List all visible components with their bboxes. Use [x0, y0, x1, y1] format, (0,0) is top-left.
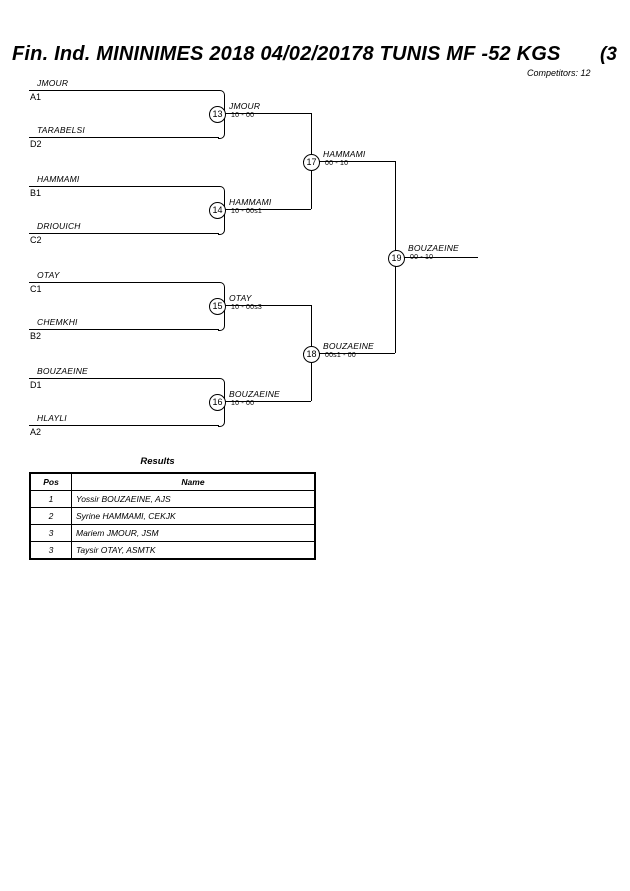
result-name: Taysir OTAY, ASMTK [71, 541, 316, 560]
column-header-pos: Pos [29, 472, 72, 491]
entry-baseline-2 [29, 137, 219, 138]
entry-slot-7[interactable]: BOUZAEINE [29, 366, 219, 378]
entry-slot-4[interactable]: DRIOUICH [29, 221, 219, 233]
results-title: Results [140, 456, 175, 467]
table-row[interactable]: 3 Taysir OTAY, ASMTK [29, 541, 316, 560]
competitor-name: DRIOUICH [37, 221, 81, 231]
winner-name: OTAY [229, 293, 252, 303]
entry-baseline-8 [29, 425, 219, 426]
feed-line-15-to-18 [224, 305, 311, 306]
match-score: 00s1 - 00 [325, 352, 356, 359]
competitor-seed: D1 [30, 380, 42, 390]
entry-baseline-6 [29, 329, 219, 330]
competitor-name: HLAYLI [37, 413, 67, 423]
match-number-14[interactable]: 14 [209, 202, 226, 219]
match-number-18[interactable]: 18 [303, 346, 320, 363]
entry-seed-slot-8: A2 [29, 425, 219, 437]
entry-seed-slot-5: C1 [29, 282, 219, 294]
table-row[interactable]: 3 Mariem JMOUR, JSM [29, 524, 316, 542]
result-name: Yossir BOUZAEINE, AJS [71, 490, 316, 508]
competitors-count: Competitors: 12 [527, 68, 591, 78]
entry-slot-5[interactable]: OTAY [29, 270, 219, 282]
winner-name: BOUZAEINE [408, 243, 459, 253]
competitor-name: CHEMKHI [37, 317, 78, 327]
entry-slot-3[interactable]: HAMMAMI [29, 174, 219, 186]
feed-line-14-to-17 [224, 209, 311, 210]
feed-line-13-to-17 [224, 113, 311, 114]
column-header-name: Name [71, 472, 316, 491]
match-number-13[interactable]: 13 [209, 106, 226, 123]
page-title-overflow-glyph: (3 [600, 44, 617, 65]
entry-seed-slot-4: C2 [29, 233, 219, 245]
entry-baseline-5 [29, 282, 219, 283]
winner-name: HAMMAMI [323, 149, 366, 159]
winner-name: BOUZAEINE [229, 389, 280, 399]
entry-slot-2[interactable]: TARABELSI [29, 125, 219, 137]
entry-seed-slot-7: D1 [29, 378, 219, 390]
result-name: Mariem JMOUR, JSM [71, 524, 316, 542]
competitor-name: HAMMAMI [37, 174, 80, 184]
match-number-15[interactable]: 15 [209, 298, 226, 315]
entry-seed-slot-6: B2 [29, 329, 219, 341]
winner-name: JMOUR [229, 101, 261, 111]
match-number-17[interactable]: 17 [303, 154, 320, 171]
champion-underline [403, 257, 478, 258]
result-position: 3 [29, 541, 72, 560]
table-row[interactable]: 2 Syrine HAMMAMI, CEKJK [29, 507, 316, 525]
competitor-seed: B1 [30, 188, 42, 198]
entry-seed-slot-2: D2 [29, 137, 219, 149]
match-score: 10 - 00 [231, 400, 255, 407]
competitor-name: JMOUR [37, 78, 69, 88]
competitor-name: BOUZAEINE [37, 366, 88, 376]
match-score: 10 - 00s1 [231, 208, 262, 215]
entry-slot-6[interactable]: CHEMKHI [29, 317, 219, 329]
competitor-seed: B2 [30, 331, 42, 341]
entry-slot-8[interactable]: HLAYLI [29, 413, 219, 425]
competitor-name: OTAY [37, 270, 60, 280]
match-score: 10 - 00s3 [231, 304, 262, 311]
entry-seed-slot-3: B1 [29, 186, 219, 198]
result-name: Syrine HAMMAMI, CEKJK [71, 507, 316, 525]
entry-baseline-1 [29, 90, 219, 91]
winner-name: HAMMAMI [229, 197, 272, 207]
result-position: 1 [29, 490, 72, 508]
match-number-16[interactable]: 16 [209, 394, 226, 411]
results-table: Pos Name 1 Yossir BOUZAEINE, AJS 2 Syrin… [29, 472, 316, 560]
feed-line-17-to-19 [318, 161, 395, 162]
competitor-seed: A1 [30, 92, 42, 102]
competitor-name: TARABELSI [37, 125, 85, 135]
entry-slot-1[interactable]: JMOUR [29, 78, 219, 90]
competitor-seed: C1 [30, 284, 42, 294]
results-header-row: Pos Name [29, 472, 316, 491]
entry-baseline-3 [29, 186, 219, 187]
competitor-seed: A2 [30, 427, 42, 437]
table-row[interactable]: 1 Yossir BOUZAEINE, AJS [29, 490, 316, 508]
entry-seed-slot-1: A1 [29, 90, 219, 102]
page-title: Fin. Ind. MININIMES 2018 04/02/20178 TUN… [12, 43, 561, 65]
match-number-19[interactable]: 19 [388, 250, 405, 267]
competitor-seed: C2 [30, 235, 42, 245]
feed-line-18-to-19 [318, 353, 395, 354]
feed-line-16-to-18 [224, 401, 311, 402]
result-position: 3 [29, 524, 72, 542]
result-position: 2 [29, 507, 72, 525]
competitor-seed: D2 [30, 139, 42, 149]
entry-baseline-4 [29, 233, 219, 234]
match-score: 10 - 00 [231, 112, 255, 119]
winner-name: BOUZAEINE [323, 341, 374, 351]
match-score: 00 - 10 [325, 160, 349, 167]
entry-baseline-7 [29, 378, 219, 379]
